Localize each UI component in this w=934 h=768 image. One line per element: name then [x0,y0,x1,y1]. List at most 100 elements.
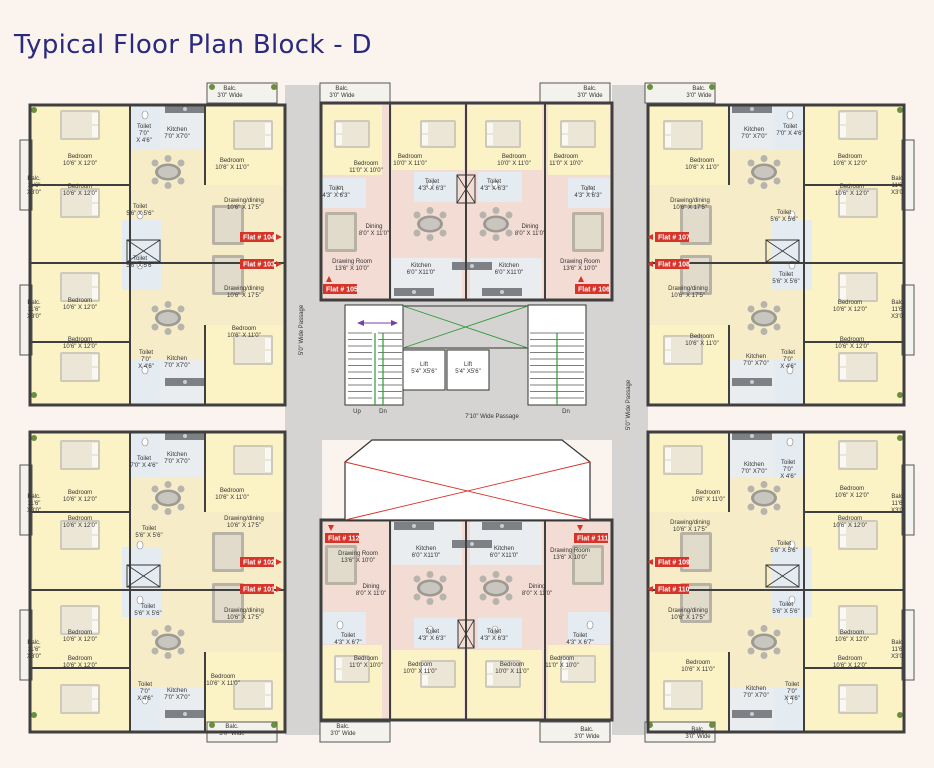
toilet [478,172,522,202]
sink [500,290,504,294]
room-label-line: Balc. [580,727,594,733]
room-label-line: Balc. [223,86,237,92]
flat-tag-arrow [578,276,584,282]
flat-tag-box [240,557,274,567]
chair [151,177,159,185]
core-label-line: Dn [379,409,387,415]
room-label-line: 5'6" X 5'6" [772,609,799,615]
flat-tag: Flat # 111 [574,525,608,543]
room-label-line: Bedroom [550,656,574,662]
flat-tag-box [574,533,608,543]
sink [412,290,416,294]
room-label-line: 10'6" X 12'0" [835,493,869,499]
room-label-line: 10'6" X 12'0" [833,663,867,669]
wc-bowl [426,625,434,635]
bed [838,605,878,635]
room-label-line: Toilet [138,682,152,688]
core-label: Up [353,409,361,415]
flat-tag-arrow [647,261,653,267]
bed-pillow [840,191,846,202]
flat-tag-label: Flat # 108 [658,262,690,269]
chair [439,593,447,601]
bed-pillow [265,461,271,472]
sink [750,107,754,111]
flat-tag-arrow [328,525,334,531]
room-label-line: Bedroom [840,184,864,190]
flat-tag-label: Flat # 104 [243,235,275,242]
rooms-layer [19,82,915,743]
dining-table [413,571,447,605]
room-label-line: 10'6" X 12'0" [833,161,867,167]
room-label-line: 11'0" X 10'0" [349,663,382,669]
wc-bowl [491,180,499,190]
sink [183,712,187,716]
chair [773,485,781,493]
plant [31,107,37,113]
flat-tag: Flat # 109 [647,557,690,567]
toilet-fixture [788,540,796,550]
sink [750,380,754,384]
chair [177,503,185,511]
room-label-line: X 4'6" [137,696,153,702]
chair [760,508,768,515]
wc-bowl [136,540,144,550]
room-label-line: 3'0" Wide [217,93,243,99]
chair [439,211,447,219]
stair-left [344,304,404,406]
sofa [212,532,244,572]
room-label-line: 13'6" X 10'0" [335,266,369,272]
toilet-fixture [136,595,144,605]
sofa-seat [215,586,241,620]
room-label-line: 3'0" Wide [329,93,355,99]
room-label-line: 10'6" X 12'0" [63,663,97,669]
room-label: Balc.11'6"X3'0" [891,640,905,660]
room-label-line: X 4'6" [136,138,152,144]
room-label-line: Kitchen [746,686,766,692]
bed-pillow [92,523,98,534]
bed-pillow [92,536,98,547]
bed [838,188,878,218]
wc-bowl [586,620,594,630]
room-label: Balc.3'0" Wide [574,727,600,740]
sofa-seat [575,215,601,249]
room-label-line: 11'6" [28,501,41,507]
flat-tag-box [655,259,689,269]
room-label-line: 10'6" X 12'0" [835,191,869,197]
room-label-line: Balc. [691,727,705,733]
room-label: Balc.11'6"X3'0" [891,300,905,320]
room-label-line: 3'0" Wide [219,731,245,737]
chair [747,647,755,655]
room-label-line: Bedroom [840,337,864,343]
bed-pillow [840,536,846,547]
room-label-line: Kitchen [167,688,187,694]
room-label-line: 4'3" X 6'3" [574,193,601,199]
bed-pillow [840,700,846,711]
bed-pillow [840,621,846,632]
room-label-line: 11'6" [892,647,905,653]
room-label-line: Bedroom [68,630,92,636]
bed-pillow [665,338,671,349]
dining-table [747,625,781,659]
room-label-line: 10'6" X 11'0" [685,341,718,347]
bed [838,352,878,382]
flat-tag-label: Flat # 102 [243,560,275,567]
room-label-line: Toilet [341,633,355,639]
kitchen-counter [482,288,522,296]
sofa [572,212,604,252]
room-label-line: Toilet [142,526,156,532]
sofa-seat [328,548,354,582]
room-label-line: 10'6" X 12'0" [835,637,869,643]
bed [60,188,100,218]
room-label-line: Drawing Room [338,551,378,557]
room-label-line: Bedroom [554,154,578,160]
